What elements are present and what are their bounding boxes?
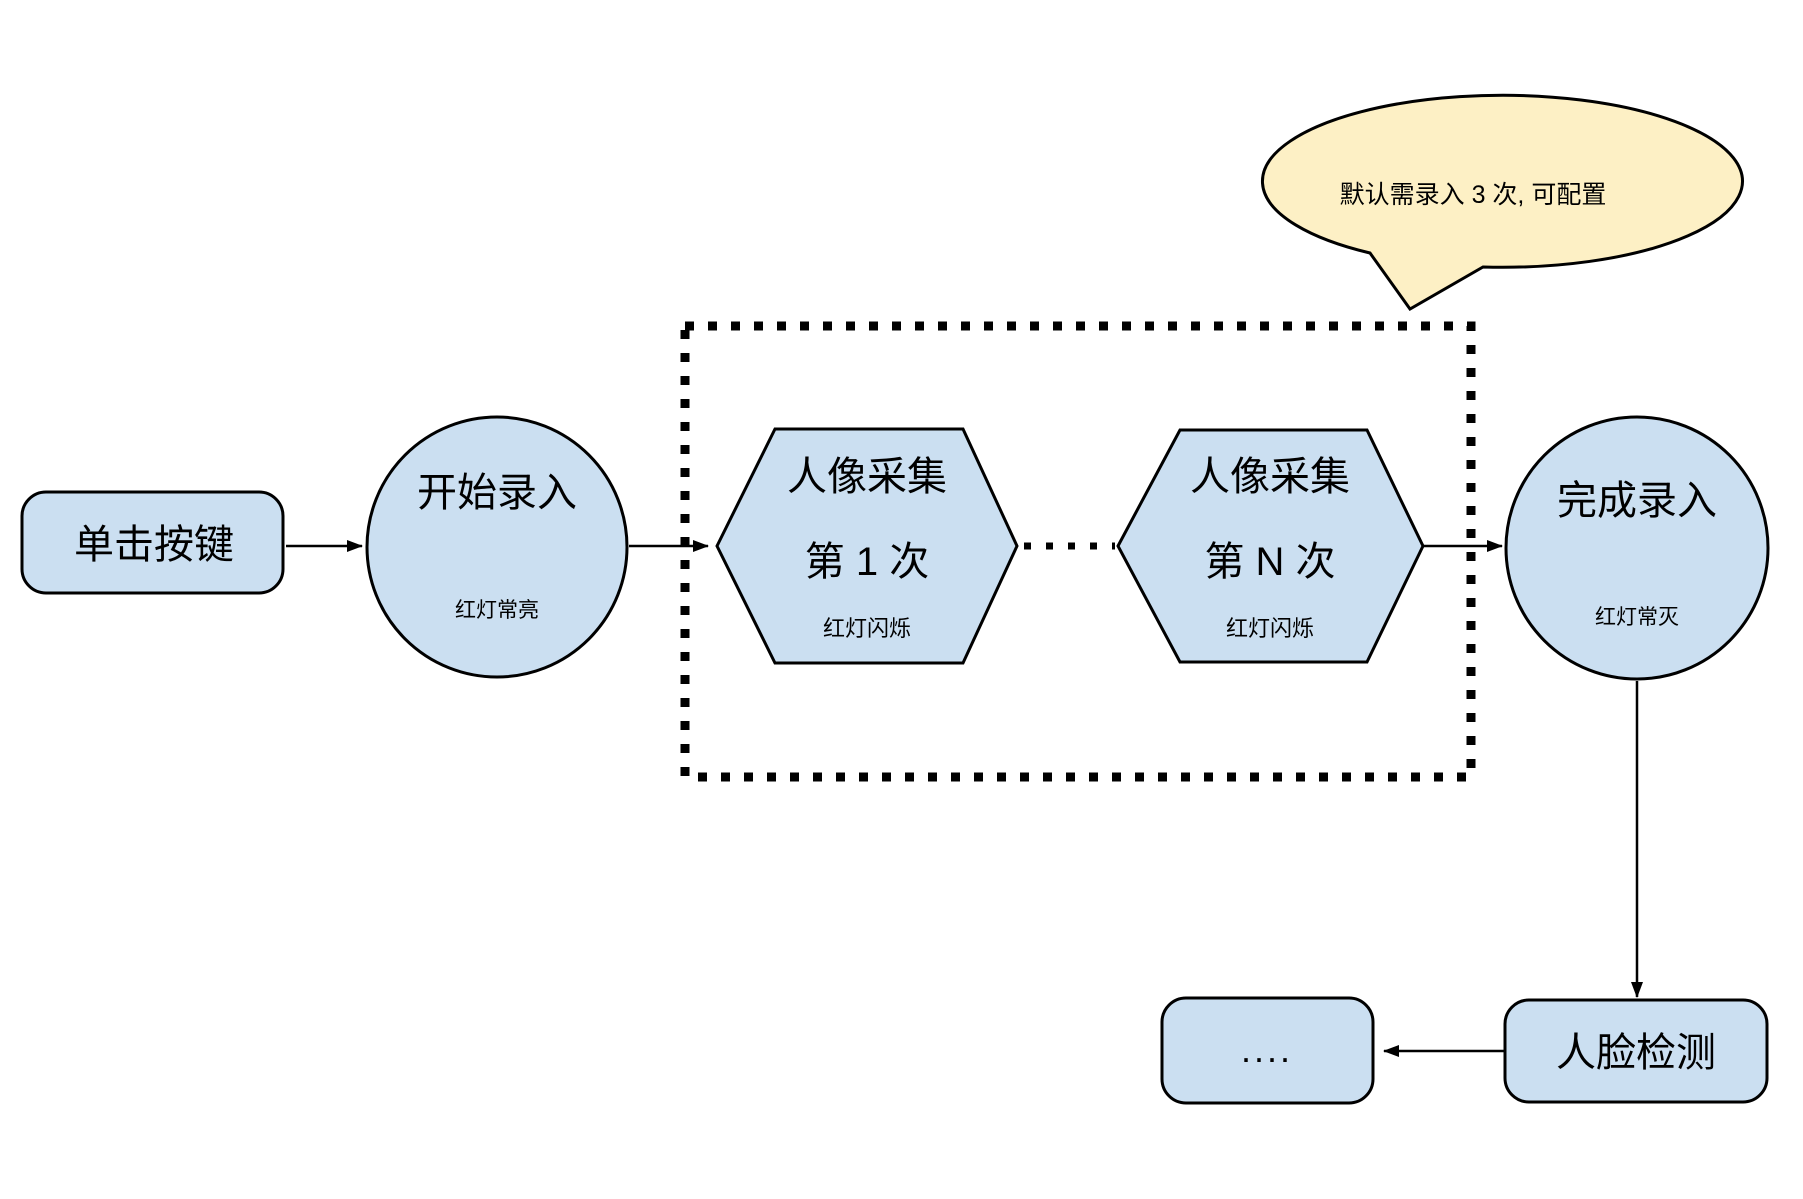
node-continuation <box>1160 996 1375 1105</box>
capture-loop-group-border <box>680 321 1476 782</box>
node-face-detection <box>1503 998 1769 1104</box>
node-press-key-label: 单击按键 <box>74 523 234 567</box>
node-start-enroll-status: 红灯常亮 <box>455 599 539 622</box>
node-finish-enroll-label: 完成录入 <box>1557 479 1717 523</box>
node-finish-enroll-status: 红灯常灭 <box>1595 606 1679 629</box>
node-start-enroll-label: 开始录入 <box>417 471 577 515</box>
node-press-key <box>20 490 285 595</box>
node-capture-first-title: 人像采集 <box>787 455 947 499</box>
node-capture-first-subtitle: 第 1 次 <box>805 540 929 584</box>
node-continuation-label: .... <box>1241 1029 1293 1070</box>
node-start-enroll <box>365 415 629 679</box>
node-capture-nth-status: 红灯闪烁 <box>1226 616 1314 641</box>
callout-bubble <box>1261 93 1744 311</box>
node-capture-first <box>715 427 1019 665</box>
node-finish-enroll <box>1504 415 1770 681</box>
node-capture-nth-title: 人像采集 <box>1190 455 1350 499</box>
node-capture-nth <box>1116 428 1425 664</box>
node-capture-first-status: 红灯闪烁 <box>823 616 911 641</box>
node-face-detection-label: 人脸检测 <box>1556 1031 1716 1075</box>
node-capture-nth-subtitle: 第 N 次 <box>1204 540 1335 584</box>
callout-text: 默认需录入 3 次, 可配置 <box>1340 181 1607 209</box>
